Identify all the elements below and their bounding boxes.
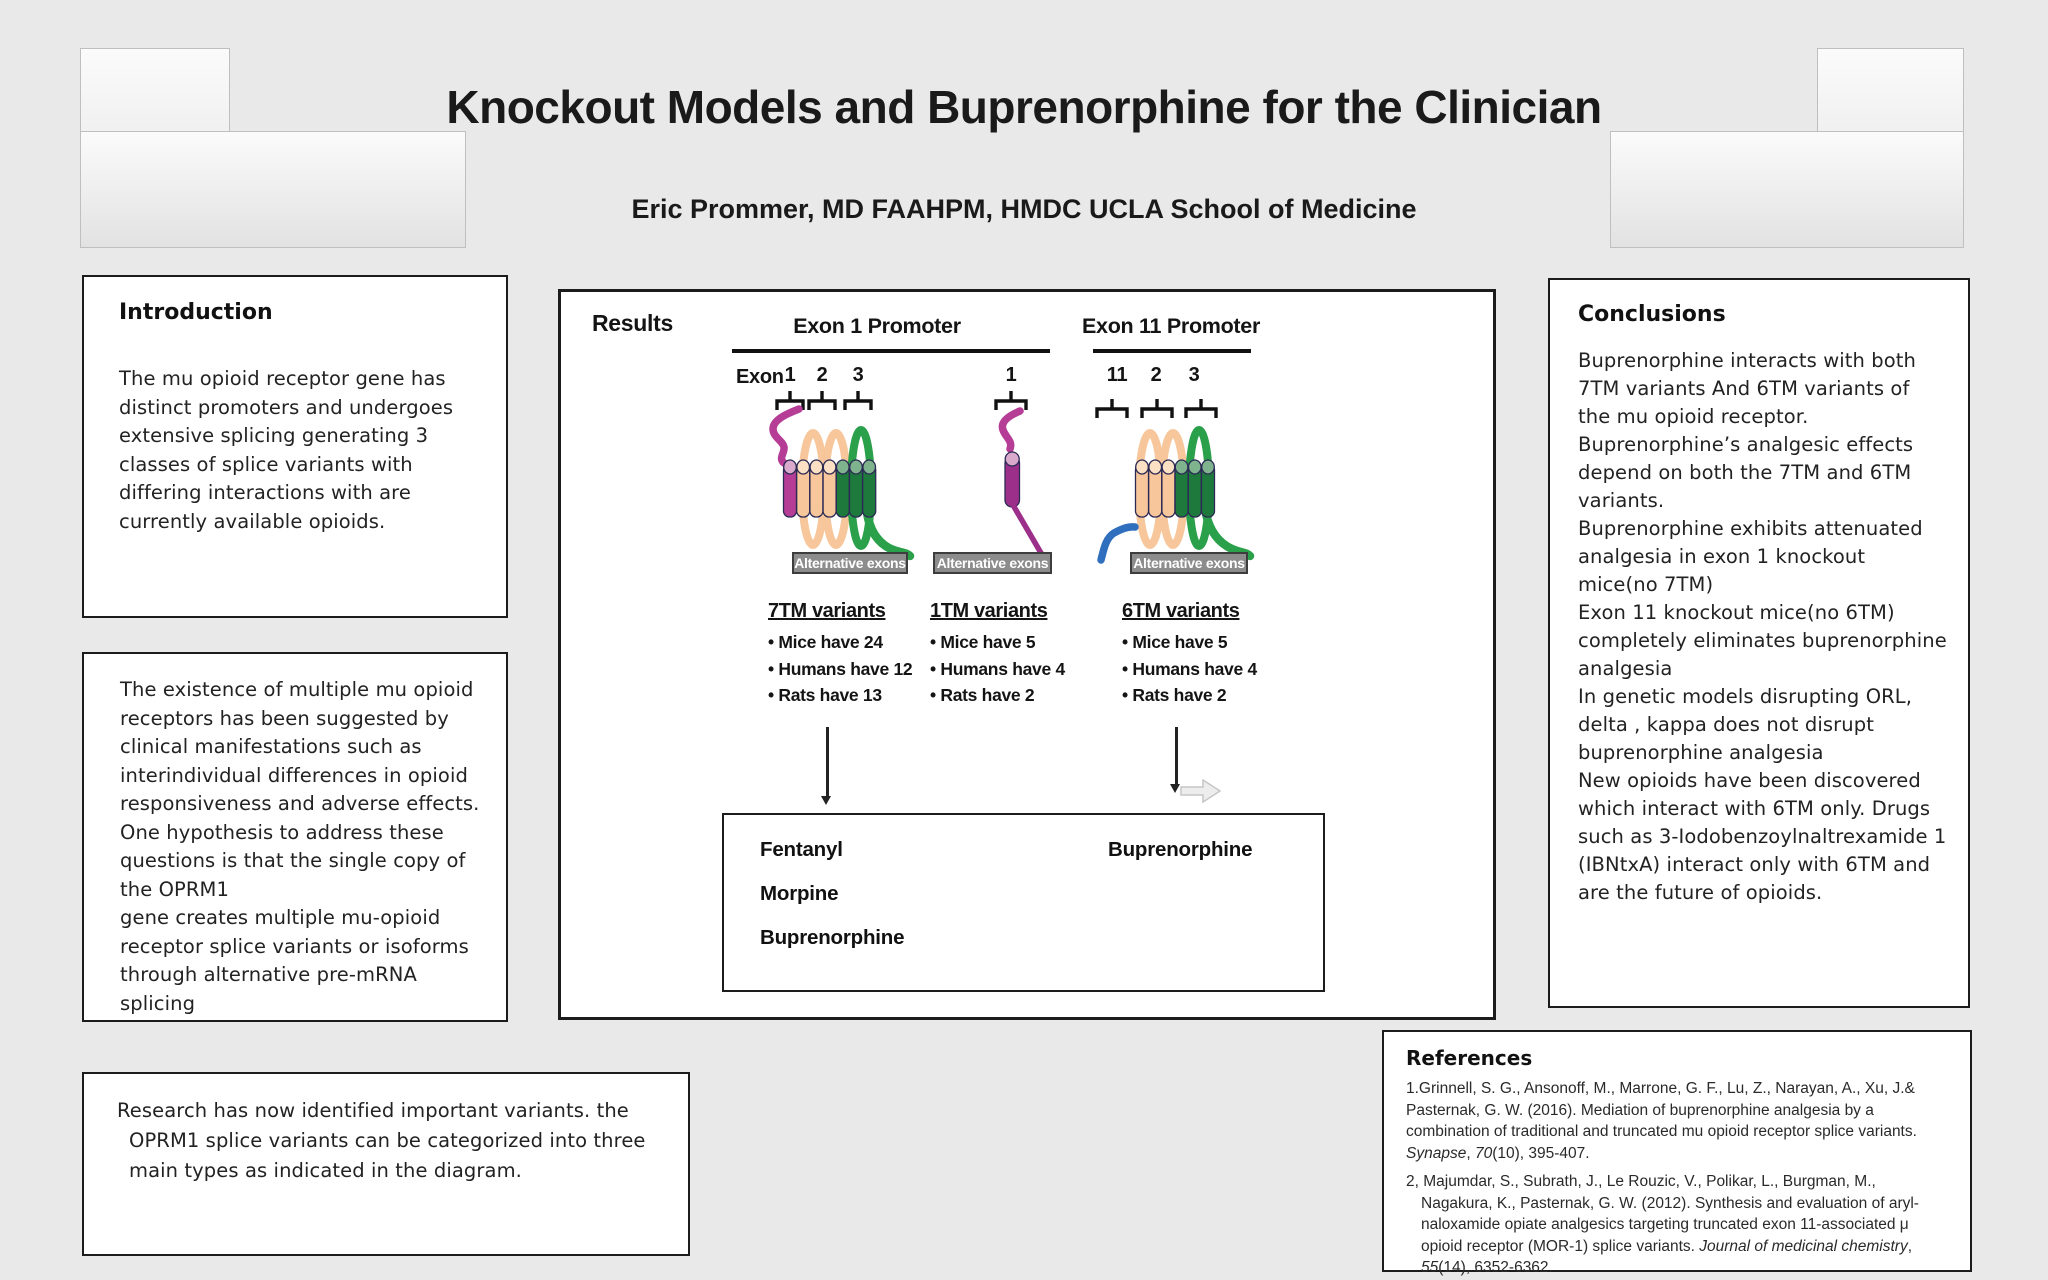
drug-item: Fentanyl [760,838,843,861]
drug-list-left: Fentanyl Morpine Buprenorphine [760,828,905,960]
conclusion-paragraph: New opioids have been discovered which i… [1578,769,1947,904]
variant-column-7tm: 7TM variants • Mice have 24 • Humans hav… [768,600,943,709]
references-panel: References 1.Grinnell, S. G., Ansonoff, … [1382,1030,1972,1276]
conclusion-paragraph: Buprenorphine exhibits attenuated analge… [1578,517,1923,596]
variant-bullet: • Rats have 2 [930,685,1035,705]
poster-title: Knockout Models and Buprenorphine for th… [446,81,1602,133]
6tm-nterminus-squiggle [1097,523,1139,564]
1tm-nterminus-squiggle [998,407,1024,453]
exon-number-3b: 3 [1188,364,1200,386]
drug-item: Morpine [760,882,839,905]
variant-bullet: • Rats have 2 [1122,685,1227,705]
exon-number-3: 3 [852,364,864,386]
variant-heading-1tm: 1TM variants [930,600,1048,622]
introduction-panel: Introduction The mu opioid receptor gene… [82,275,508,618]
drug-item: Buprenorphine [1108,838,1253,861]
exon-number-1: 1 [784,364,796,386]
variant-bullet: • Humans have 4 [1122,658,1257,679]
drug-interaction-box: Fentanyl Morpine Buprenorphine Buprenorp… [722,813,1325,992]
exon-number-1tm: 1 [1005,364,1017,386]
variant-bullet: • Mice have 5 [930,632,1036,652]
hypothesis-panel: The existence of multiple mu opioid rece… [82,652,508,1022]
variant-bullet: • Mice have 5 [1122,632,1228,652]
hypothesis-paragraph-2: gene creates multiple mu-opioid receptor… [120,906,469,1015]
conclusion-paragraph: Buprenorphine’s analgesic effects depend… [1578,433,1914,512]
6tm-helices [1134,459,1216,518]
variant-bullet: • Humans have 12 [768,658,913,679]
introduction-body: The mu opioid receptor gene has distinct… [119,367,454,533]
poster-author: Eric Prommer, MD FAAHPM, HMDC UCLA Schoo… [631,194,1417,224]
alternative-exons-label-6tm: Alternative exons [1130,552,1248,574]
drug-item: Buprenorphine [760,926,905,949]
variant-column-1tm: 1TM variants • Mice have 5 • Humans have… [930,600,1105,709]
results-panel [558,289,1496,1020]
variant-heading-7tm: 7TM variants [768,600,886,622]
1tm-helix [1004,451,1021,508]
connector-line-7tm [826,727,829,797]
7tm-nterminus-squiggle [769,405,803,467]
exon-number-11: 11 [1106,364,1128,386]
exon1-promoter-label: Exon 1 Promoter [793,314,961,338]
introduction-heading: Introduction [119,300,273,325]
conclusion-paragraph: Buprenorphine interacts with both 7TM va… [1578,349,1917,428]
variant-bullet: • Mice have 24 [768,632,883,652]
exon-row-label: Exon [736,366,784,388]
drug-list-right: Buprenorphine [1108,828,1253,872]
conclusion-paragraph: In genetic models disrupting ORL, delta … [1578,685,1913,764]
exon-number-2b: 2 [1150,364,1162,386]
receptor-diagram [769,391,1255,564]
corner-decoration-right-wide [1610,131,1964,248]
6tm-cterminus-tail [1201,509,1255,561]
variant-heading-6tm: 6TM variants [1122,600,1240,622]
7tm-helices [782,459,877,518]
connector-arrowhead-6tm [1170,784,1180,793]
reference-item-1: 1.Grinnell, S. G., Ansonoff, M., Marrone… [1406,1080,1917,1162]
conclusion-paragraph: Exon 11 knockout mice(no 6TM) completely… [1578,601,1947,680]
connector-arrowhead-7tm [821,796,831,805]
corner-decoration-left-wide [80,131,466,248]
variant-bullet: • Rats have 13 [768,685,882,705]
research-note-body: Research has now identified important va… [117,1099,646,1182]
1tm-truncated-tail [1010,502,1044,556]
exon-bracket-icons [775,391,1218,418]
connector-line-6tm [1175,727,1178,785]
results-heading: Results [592,310,673,336]
variant-bullet: • Humans have 4 [930,658,1065,679]
alternative-exons-label-7tm: Alternative exons [792,552,908,574]
research-note-panel: Research has now identified important va… [82,1072,690,1256]
hypothesis-paragraph-1: The existence of multiple mu opioid rece… [120,678,480,901]
reference-item-2: 2, Majumdar, S., Subrath, J., Le Rouzic,… [1406,1173,1919,1276]
alternative-exons-label-1tm: Alternative exons [933,552,1052,574]
conclusions-heading: Conclusions [1578,302,1726,327]
exon1-promoter-underline [732,349,1050,353]
references-heading: References [1406,1046,1533,1070]
exon-number-2: 2 [816,364,828,386]
variant-column-6tm: 6TM variants • Mice have 5 • Humans have… [1122,600,1297,709]
block-arrow-right-icon [1180,778,1222,804]
exon11-promoter-underline [1093,349,1251,353]
exon11-promoter-label: Exon 11 Promoter [1081,314,1261,338]
conclusions-panel: Conclusions Buprenorphine interacts with… [1548,278,1970,1008]
